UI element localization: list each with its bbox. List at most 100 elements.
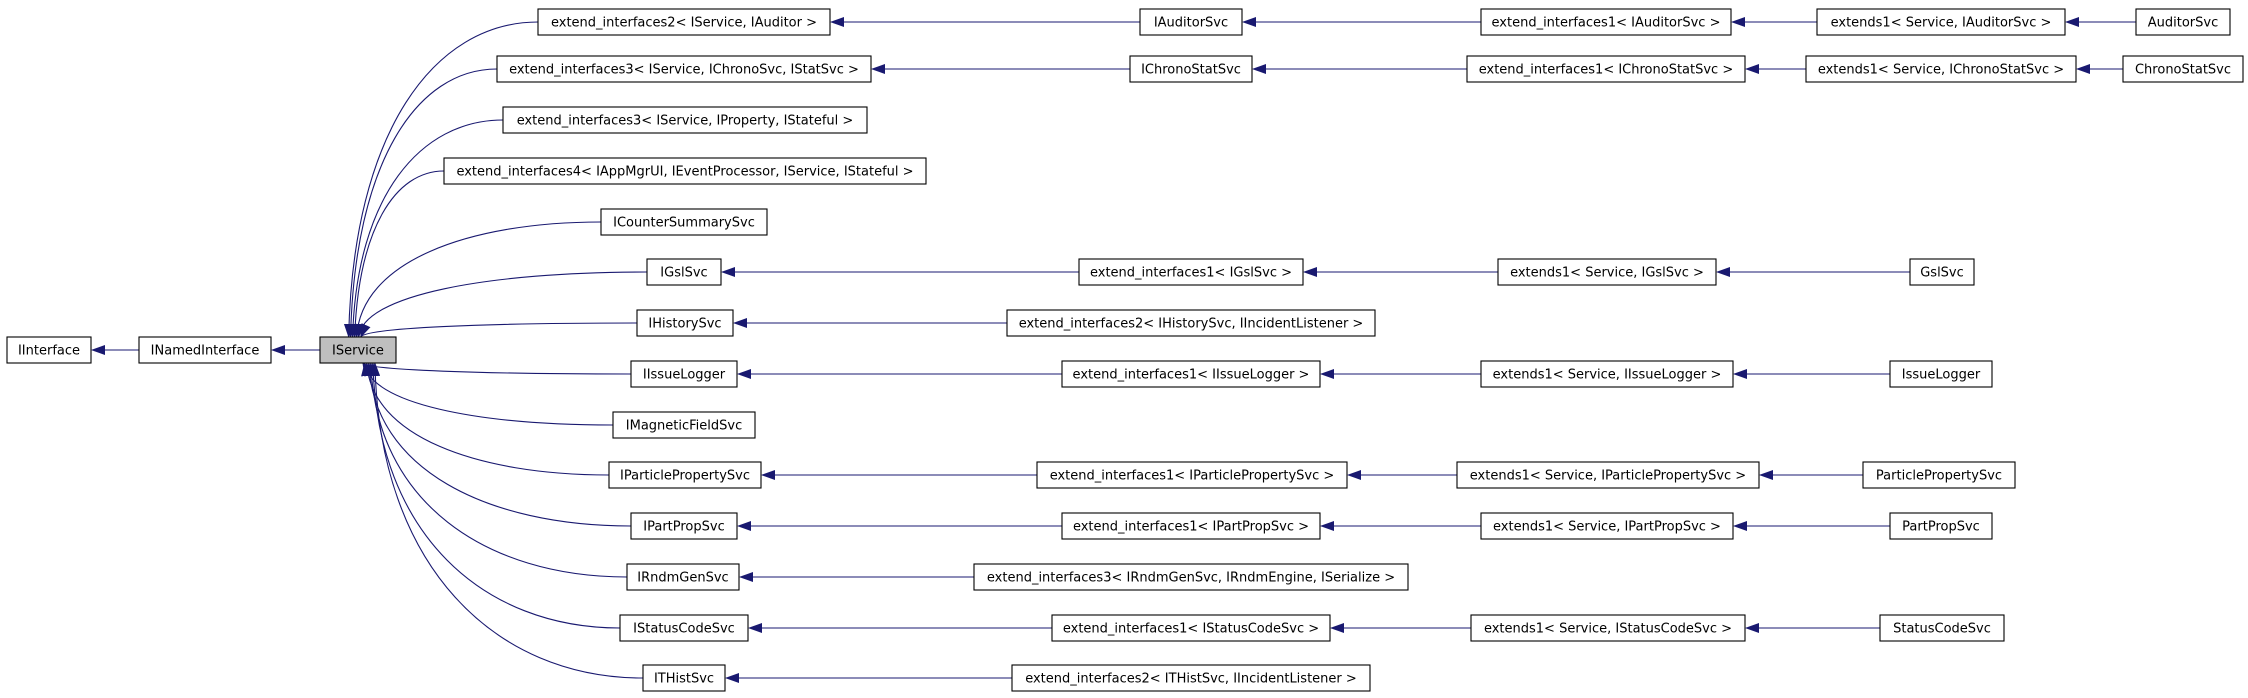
class-node-ext3-iservice-iproperty-istateful[interactable]: extend_interfaces3< IService, IProperty,…	[502, 106, 868, 134]
class-node-extends1-service-iissuelogger[interactable]: extends1< Service, IIssueLogger >	[1480, 360, 1734, 388]
class-node-label: extends1< Service, IPartPropSvc >	[1493, 520, 1721, 535]
class-node-box	[1805, 55, 2077, 83]
class-node-box	[608, 461, 762, 489]
class-node-inamedinterface[interactable]: INamedInterface	[138, 336, 272, 364]
class-node-box	[502, 106, 868, 134]
class-node-ext2-ihistorysvc-iincidentlistener[interactable]: extend_interfaces2< IHistorySvc, IIncide…	[1006, 309, 1376, 337]
class-node-label: IStatusCodeSvc	[633, 622, 735, 637]
class-node-ithistsvc[interactable]: ITHistSvc	[642, 664, 726, 692]
class-node-ext1-iissuelogger[interactable]: extend_interfaces1< IIssueLogger >	[1061, 360, 1321, 388]
class-node-partpropsvc[interactable]: PartPropSvc	[1889, 512, 1993, 540]
class-node-istatuscodesvc[interactable]: IStatusCodeSvc	[619, 614, 749, 642]
class-node-label: IRndmGenSvc	[637, 571, 728, 586]
class-nodes: IInterface INamedInterface IService extend_…	[6, 8, 2244, 692]
class-node-ext2-iservice-iauditor[interactable]: extend_interfaces2< IService, IAuditor >	[537, 8, 831, 36]
class-node-box	[1466, 55, 1746, 83]
class-node-label: IAuditorSvc	[1154, 16, 1228, 31]
class-node-imagneticfieldsvc[interactable]: IMagneticFieldSvc	[612, 411, 756, 439]
class-node-ext1-ipartpropsvc[interactable]: extend_interfaces1< IPartPropSvc >	[1061, 512, 1321, 540]
class-node-box	[319, 336, 397, 364]
class-node-extends1-service-ipartpropsvc[interactable]: extends1< Service, IPartPropSvc >	[1480, 512, 1734, 540]
class-node-label: extend_interfaces3< IService, IChronoSvc…	[509, 63, 859, 78]
class-node-ihistorysvc[interactable]: IHistorySvc	[636, 309, 734, 337]
class-node-label: PartPropSvc	[1902, 520, 1980, 535]
class-node-box	[496, 55, 872, 83]
inheritance-edges	[91, 17, 2136, 683]
class-node-box	[1061, 512, 1321, 540]
class-node-box	[1909, 258, 1975, 286]
class-node-particlepropertysvc[interactable]: ParticlePropertySvc	[1862, 461, 2016, 489]
edge-irndmgensvc-to-iservice	[366, 362, 628, 578]
class-node-iinterface[interactable]: IInterface	[6, 336, 92, 364]
class-node-label: extend_interfaces3< IService, IProperty,…	[517, 114, 854, 129]
edge-iissuelogger-to-iservice	[362, 362, 632, 377]
class-node-box	[1889, 360, 1993, 388]
class-node-box	[973, 563, 1409, 591]
class-node-iauditorsvc[interactable]: IAuditorSvc	[1139, 8, 1243, 36]
class-node-box	[443, 157, 927, 185]
class-node-box	[1862, 461, 2016, 489]
class-node-igslsvc[interactable]: IGslSvc	[646, 258, 722, 286]
class-node-label: extend_interfaces1< IParticlePropertySvc…	[1050, 469, 1335, 484]
class-node-iservice[interactable]: IService	[319, 336, 397, 364]
class-node-box	[642, 664, 726, 692]
class-node-ichronostatsvc[interactable]: IChronoStatSvc	[1129, 55, 1253, 83]
edge-ipartpropsvc-to-iservice	[364, 362, 632, 527]
class-node-ext1-ichronostatsvc[interactable]: extend_interfaces1< IChronoStatSvc >	[1466, 55, 1746, 83]
class-node-iparticlepropertysvc[interactable]: IParticlePropertySvc	[608, 461, 762, 489]
class-node-iissuelogger[interactable]: IIssueLogger	[630, 360, 738, 388]
edge-icountersummarysvc-to-iservice	[352, 221, 602, 338]
class-node-ipartpropsvc[interactable]: IPartPropSvc	[630, 512, 738, 540]
class-node-ext4-iappmgrui[interactable]: extend_interfaces4< IAppMgrUI, IEventPro…	[443, 157, 927, 185]
class-node-box	[1051, 614, 1331, 642]
class-node-label: extends1< Service, IParticlePropertySvc …	[1470, 469, 1746, 484]
class-node-label: IssueLogger	[1902, 368, 1981, 383]
class-node-label: extend_interfaces1< IStatusCodeSvc >	[1063, 622, 1319, 637]
class-node-box	[1061, 360, 1321, 388]
class-node-icountersummarysvc[interactable]: ICounterSummarySvc	[600, 208, 768, 236]
class-node-issuelogger[interactable]: IssueLogger	[1889, 360, 1993, 388]
class-node-auditorsvc[interactable]: AuditorSvc	[2135, 8, 2231, 36]
class-node-ext1-istatuscodesvc[interactable]: extend_interfaces1< IStatusCodeSvc >	[1051, 614, 1331, 642]
class-node-box	[138, 336, 272, 364]
edge-ext3-iservice-iproperty-istateful-to-iservice	[347, 119, 504, 338]
class-node-ext1-igslsvc[interactable]: extend_interfaces1< IGslSvc >	[1078, 258, 1304, 286]
edge-ithistsvc-to-iservice	[370, 362, 644, 679]
class-node-box	[1879, 614, 2005, 642]
class-node-extends1-service-igslsvc[interactable]: extends1< Service, IGslSvc >	[1497, 258, 1717, 286]
class-node-box	[537, 8, 831, 36]
class-node-gslsvc[interactable]: GslSvc	[1909, 258, 1975, 286]
edge-istatuscodesvc-to-iservice	[368, 362, 621, 629]
class-node-label: IHistorySvc	[648, 317, 721, 332]
class-node-statuscodesvc[interactable]: StatusCodeSvc	[1879, 614, 2005, 642]
class-node-box	[636, 309, 734, 337]
class-node-chronostatsvc[interactable]: ChronoStatSvc	[2122, 55, 2244, 83]
class-node-box	[1129, 55, 1253, 83]
class-node-label: IPartPropSvc	[643, 520, 724, 535]
class-node-ext3-irndmgensvc[interactable]: extend_interfaces3< IRndmGenSvc, IRndmEn…	[973, 563, 1409, 591]
class-node-ext1-iparticlepropertysvc[interactable]: extend_interfaces1< IParticlePropertySvc…	[1036, 461, 1348, 489]
class-node-extends1-service-iauditorsvc[interactable]: extends1< Service, IAuditorSvc >	[1816, 8, 2066, 36]
class-node-extends1-service-iparticlepropertysvc[interactable]: extends1< Service, IParticlePropertySvc …	[1456, 461, 1760, 489]
class-node-ext3-iservice-ichronosvc-istatsvc[interactable]: extend_interfaces3< IService, IChronoSvc…	[496, 55, 872, 83]
class-node-label: IGslSvc	[660, 266, 707, 281]
class-node-label: IMagneticFieldSvc	[626, 419, 742, 434]
class-node-ext1-iauditorsvc[interactable]: extend_interfaces1< IAuditorSvc >	[1480, 8, 1732, 36]
class-node-ext2-ithistsvc-iincidentlistener[interactable]: extend_interfaces2< ITHistSvc, IIncident…	[1011, 664, 1371, 692]
edge-iparticlepropertysvc-to-iservice	[362, 362, 610, 476]
class-node-label: extend_interfaces4< IAppMgrUI, IEventPro…	[456, 165, 913, 180]
class-node-box	[2135, 8, 2231, 36]
class-node-box	[626, 563, 740, 591]
class-node-box	[1011, 664, 1371, 692]
class-node-box	[6, 336, 92, 364]
class-node-extends1-service-istatuscodesvc[interactable]: extends1< Service, IStatusCodeSvc >	[1470, 614, 1746, 642]
class-node-extends1-service-ichronostatsvc[interactable]: extends1< Service, IChronoStatSvc >	[1805, 55, 2077, 83]
class-node-irndmgensvc[interactable]: IRndmGenSvc	[626, 563, 740, 591]
class-node-box	[1889, 512, 1993, 540]
class-node-box	[612, 411, 756, 439]
class-node-box	[646, 258, 722, 286]
class-node-label: extends1< Service, IStatusCodeSvc >	[1484, 622, 1732, 637]
class-node-box	[630, 512, 738, 540]
class-node-label: extend_interfaces1< IChronoStatSvc >	[1479, 63, 1733, 78]
